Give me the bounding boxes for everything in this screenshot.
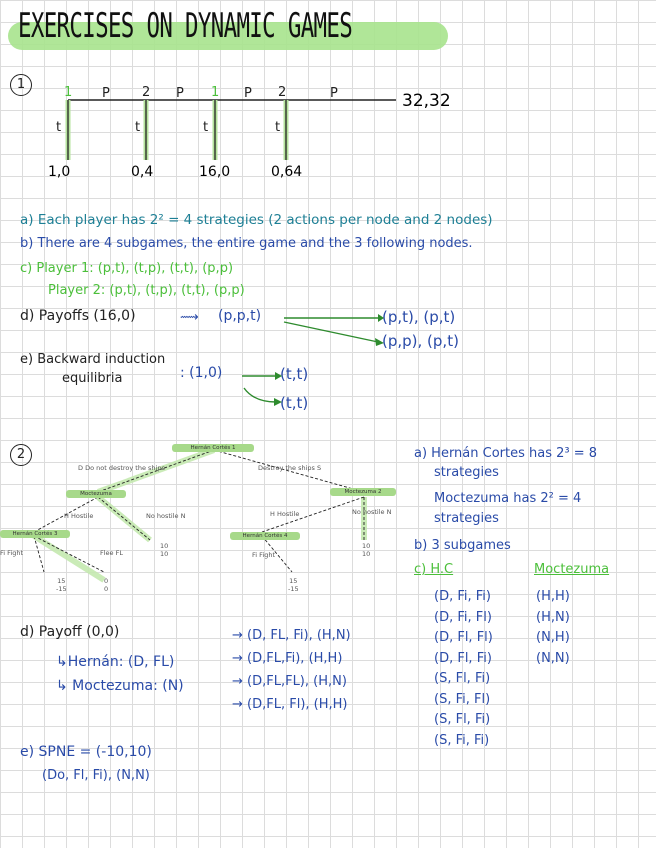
ex2-d-label: D Do not destroy the ships xyxy=(78,464,165,472)
hc-strategy: (S, Fl, Fi) xyxy=(434,712,491,727)
ex1-continue-4: P xyxy=(330,86,338,101)
ex1-answer-d-r2: (p,p), (p,t) xyxy=(382,332,459,350)
ex2-answer-a1: a) Hernán Cortes has 2³ = 8 xyxy=(414,446,598,461)
ex2-moctezuma-right: Moctezuma 2 xyxy=(330,488,396,496)
ex2-answer-b: b) 3 subgames xyxy=(414,538,511,553)
ex2-n-right: No hostile N xyxy=(352,508,392,516)
ex2-payoff-fl-left: 0 0 xyxy=(104,577,109,593)
ex1-answer-e-mid: : (1,0) xyxy=(180,365,223,381)
ex2-answer-d-mocte: ↳ Moctezuma: (N) xyxy=(56,678,184,694)
title-highlight xyxy=(8,22,448,50)
ex1-player-4: 2 xyxy=(278,85,287,100)
ex1-payoff-2: 0,4 xyxy=(131,164,154,180)
d-list-item: → (D, FL, Fi), (H,N) xyxy=(232,628,351,643)
mo-strategy: (N,N) xyxy=(536,650,570,666)
ex2-fi-right: Fi Fight xyxy=(252,551,276,559)
ex1-continue-2: P xyxy=(176,86,184,101)
mo-strategy: (H,H) xyxy=(536,589,570,604)
ex2-moctezuma-left: Moctezuma xyxy=(66,490,126,498)
ex1-answer-e-r2: (t,t) xyxy=(280,394,309,412)
ex2-d-list: → (D, FL, Fi), (H,N) → (D,FL,Fi), (H,H) … xyxy=(232,624,351,716)
ex2-game-tree xyxy=(32,447,367,583)
hc-strategy: (D, Fl, Fl) xyxy=(434,630,493,645)
ex1-answer-d-mid: (p,p,t) xyxy=(218,308,262,324)
ex1-game-tree xyxy=(65,99,396,160)
ex1-answer-c2: Player 2: (p,t), (t,p), (t,t), (p,p) xyxy=(48,283,245,298)
ex2-h-right: H Hostile xyxy=(270,510,300,518)
ex2-answer-e2: (Do, Fl, Fi), (N,N) xyxy=(42,768,150,783)
ex2-root-node: Hernán Cortés 1 xyxy=(172,444,254,452)
hc-strategy: (D, Fi, Fl) xyxy=(434,609,492,625)
d-list-item: → (D,FL,FL), (H,N) xyxy=(232,674,347,689)
page-title: EXERCISES ON DYNAMIC GAMES xyxy=(18,6,353,46)
ex2-answer-e1: e) SPNE = (-10,10) xyxy=(20,744,152,760)
ex1-answer-a: a) Each player has 2² = 4 strategies (2 … xyxy=(20,212,493,228)
ex2-answer-a4: strategies xyxy=(434,511,499,526)
hc-strategy: (D, Fl, Fi) xyxy=(434,650,492,666)
ex1-stop-2: t xyxy=(135,120,141,135)
exercise-2-number: 2 xyxy=(10,444,32,466)
ex2-h-left: H Hostile xyxy=(64,512,94,520)
ex2-payoff-n-left: 10 10 xyxy=(160,542,169,558)
mo-strategy: (H,N) xyxy=(536,609,570,625)
ex1-continue-1: P xyxy=(102,86,110,101)
d-list-item: → (D,FL, Fl), (H,H) xyxy=(232,697,348,712)
ex2-mo-strategies: (H,H) (H,N) (N,H) (N,N) xyxy=(536,587,570,669)
mo-strategy: (N,H) xyxy=(536,630,570,645)
ex1-d-arrows xyxy=(283,314,384,346)
ex1-answer-e-r1: (t,t) xyxy=(280,365,309,383)
ex1-payoff-3: 16,0 xyxy=(199,164,231,180)
ex1-player-1: 1 xyxy=(64,85,73,100)
ex1-stop-4: t xyxy=(275,120,281,135)
ex1-player-3: 1 xyxy=(211,85,220,100)
ex1-end-payoff: 32,32 xyxy=(402,91,451,111)
ex1-answer-d: d) Payoffs (16,0) xyxy=(20,308,136,324)
ex1-e-arrows xyxy=(242,372,282,406)
ex2-hc-strategies: (D, Fi, Fi) (D, Fi, Fl) (D, Fl, Fl) (D, … xyxy=(434,587,493,751)
ex2-hc-right: Hernán Cortés 4 xyxy=(230,532,300,540)
ex2-n-left: No hostile N xyxy=(146,512,186,520)
ex2-s-label: Destroy the ships S xyxy=(258,464,322,472)
ex1-answer-d-squiggle-arrow: ⟿ xyxy=(180,310,199,325)
d-list-item: → (D,FL,Fi), (H,H) xyxy=(232,651,343,666)
ex2-payoff-fi-left: 15 -15 xyxy=(56,577,67,593)
ex2-fi-left: Fi Fight xyxy=(0,549,24,557)
ex2-payoff-n-right: 10 10 xyxy=(362,542,371,558)
ex2-fl-left: Flee FL xyxy=(100,549,123,557)
ex1-answer-e2: equilibria xyxy=(62,371,123,386)
ex1-player-2: 2 xyxy=(142,85,151,100)
ex2-hc-left: Hernán Cortés 3 xyxy=(0,530,70,538)
ex2-answer-d-hernan: ↳Hernán: (D, FL) xyxy=(56,654,175,670)
ex1-answer-b: b) There are 4 subgames, the entire game… xyxy=(20,236,473,251)
ex1-answer-c1: c) Player 1: (p,t), (t,p), (t,t), (p,p) xyxy=(20,261,234,276)
ex1-payoff-1: 1,0 xyxy=(48,164,71,180)
ex2-answer-c-mo: Moctezuma xyxy=(534,562,610,577)
ex1-payoff-4: 0,64 xyxy=(271,164,303,180)
ex1-stop-3: t xyxy=(203,120,209,135)
ex2-payoff-fi-right: 15 -15 xyxy=(288,577,299,593)
hc-strategy: (S, Fl, Fi) xyxy=(434,671,491,686)
hc-strategy: (S, Fi, Fl) xyxy=(434,691,491,707)
ex1-answer-d-r1: (p,t), (p,t) xyxy=(382,308,456,326)
hc-strategy: (S, Fi, Fi) xyxy=(434,732,490,748)
ex2-answer-d-title: d) Payoff (0,0) xyxy=(20,624,120,640)
ex1-answer-e1: e) Backward induction xyxy=(20,352,166,367)
ex2-answer-a2: strategies xyxy=(434,465,499,480)
ex2-answer-c-hc: c) H.C xyxy=(414,562,454,577)
ex2-answer-a3: Moctezuma has 2² = 4 xyxy=(434,491,582,506)
ex1-continue-3: P xyxy=(244,86,252,101)
hc-strategy: (D, Fi, Fi) xyxy=(434,589,491,604)
exercise-1-number: 1 xyxy=(10,74,32,96)
ex1-stop-1: t xyxy=(56,120,62,135)
